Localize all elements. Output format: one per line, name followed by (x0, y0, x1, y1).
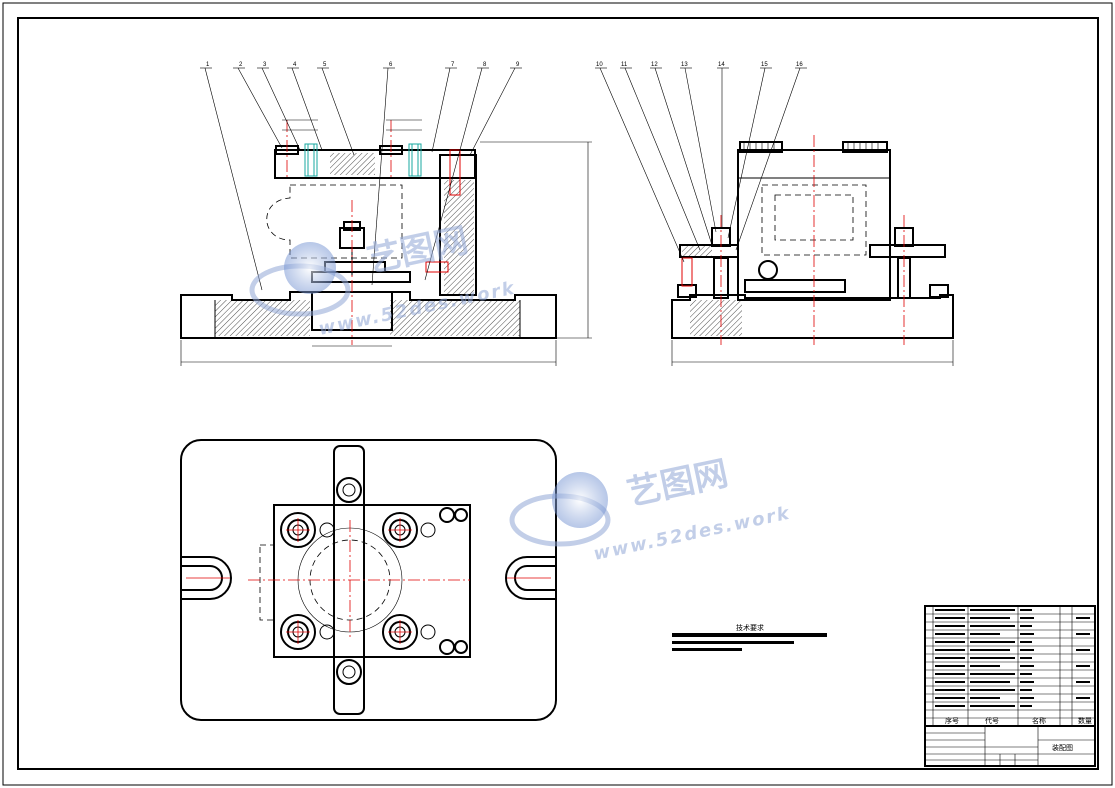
sheet-inner-border (17, 17, 1099, 770)
watermark-url-2: www.52des.work (592, 503, 793, 565)
balloon-14: 14 (718, 62, 725, 68)
watermark-brand-2: 艺图网 (624, 453, 732, 513)
col-header-name: 名称 (1032, 716, 1046, 725)
balloon-12: 12 (651, 62, 658, 68)
balloon-10: 10 (596, 62, 603, 68)
balloon-1: 1 (206, 62, 210, 68)
drawing-name: 装配图 (1052, 743, 1073, 752)
top-view (180, 439, 557, 721)
balloon-15: 15 (761, 62, 768, 68)
balloon-9: 9 (516, 62, 520, 68)
notes-title: 技术要求 (736, 623, 764, 632)
balloon-13: 13 (681, 62, 688, 68)
balloon-7: 7 (451, 62, 455, 68)
balloon-3: 3 (263, 62, 267, 68)
side-view: 10 11 12 13 14 15 16 (595, 62, 954, 366)
balloon-16: 16 (796, 62, 803, 68)
balloon-6: 6 (389, 62, 393, 68)
balloon-2: 2 (239, 62, 243, 68)
col-header-qty: 数量 (1078, 716, 1092, 725)
title-block: 序号 代号 名称 数量 装配图 (924, 605, 1096, 767)
front-view: 1 2 3 4 5 6 7 8 9 (180, 62, 592, 366)
balloon-4: 4 (293, 62, 297, 68)
balloon-11: 11 (621, 62, 628, 68)
col-header-index: 序号 (945, 716, 959, 725)
balloon-8: 8 (483, 62, 487, 68)
col-header-code: 代号 (985, 716, 999, 725)
balloon-5: 5 (323, 62, 327, 68)
watermark-logo-2: 艺图网 www.52des.work (509, 453, 793, 565)
technical-notes: 技术要求 (672, 623, 827, 651)
